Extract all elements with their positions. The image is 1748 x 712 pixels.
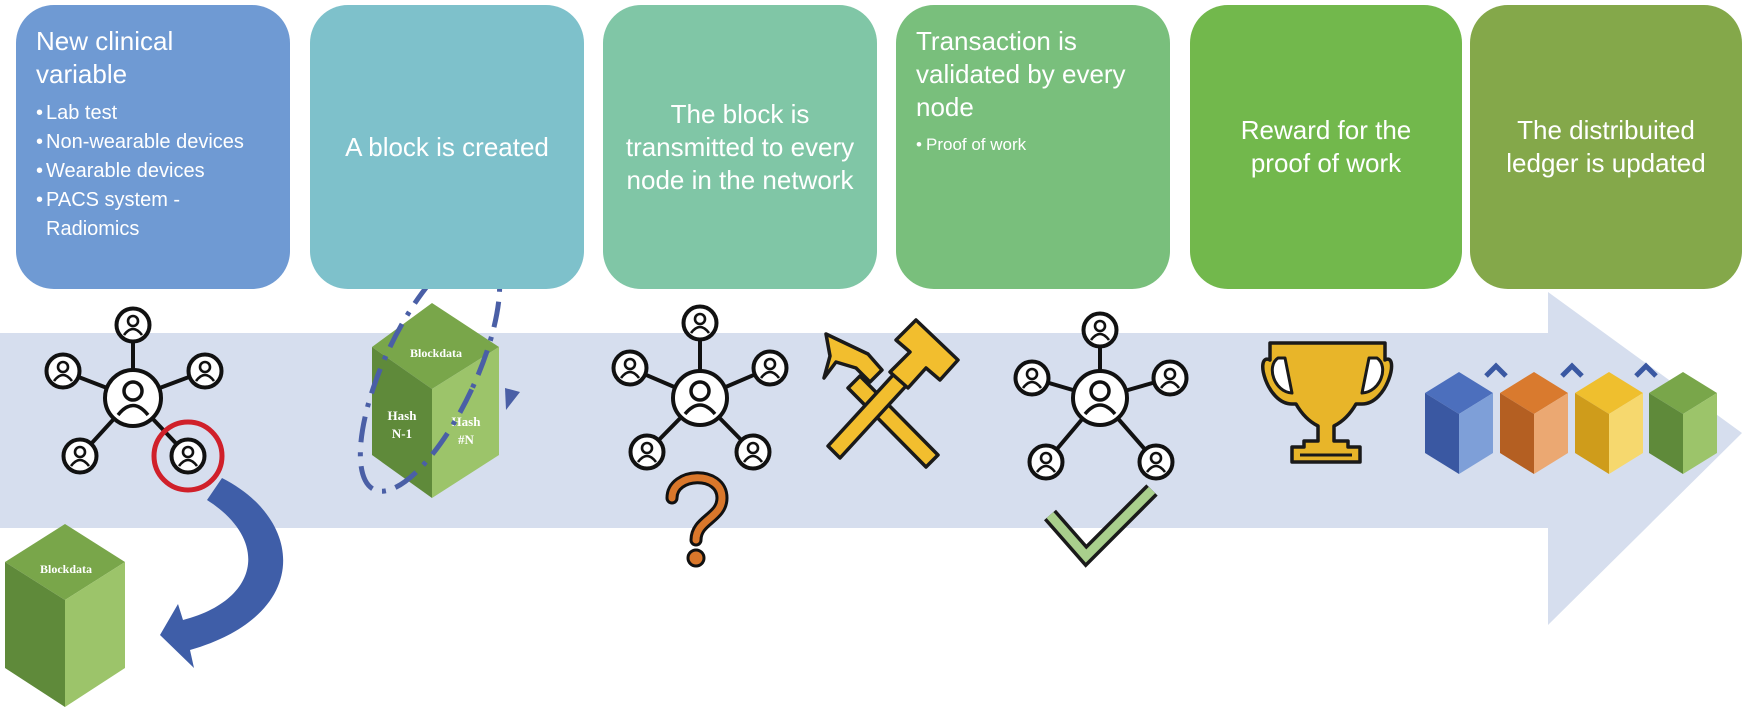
trophy-icon: [1261, 341, 1394, 464]
step-title: Transaction is validated by every node: [916, 26, 1126, 122]
step-title: The distribuited ledger is updated: [1506, 115, 1706, 178]
step-box-transaction-validated: Transaction is validated by every node P…: [896, 5, 1170, 289]
hash-cur-line2: #N: [458, 432, 475, 447]
cube-label: Blockdata: [410, 346, 462, 360]
bullet-item: PACS system - Radiomics: [36, 186, 270, 244]
bullet-item: Proof of work: [916, 132, 1150, 158]
step-bullets: Proof of work: [916, 132, 1150, 158]
hammer-icon: [822, 318, 960, 469]
step-title: New clinical variable: [36, 26, 174, 89]
highlight-ring: [151, 419, 225, 493]
bullet-item: Lab test: [36, 99, 270, 128]
bullet-item: Non-wearable devices: [36, 128, 270, 157]
step-title: The block is transmitted to every node i…: [625, 98, 855, 195]
cube-label: Blockdata: [40, 562, 92, 576]
step-title: Reward for the proof of work: [1240, 115, 1412, 178]
curved-arrow: [160, 478, 284, 668]
network-icon: [44, 306, 225, 493]
bullet-item: Wearable devices: [36, 157, 270, 186]
step-box-reward: Reward for the proof of work: [1190, 5, 1462, 289]
block-cube-icon: Blockdata Hash N-1 Hash #N: [372, 303, 499, 498]
step-box-block-transmitted: The block is transmitted to every node i…: [603, 5, 877, 289]
hash-prev-line2: N-1: [392, 426, 412, 441]
question-mark-icon: [665, 471, 729, 568]
step-box-block-created: A block is created: [310, 5, 584, 289]
step-box-ledger-updated: The distribuited ledger is updated: [1470, 5, 1742, 289]
network-icon: [611, 304, 789, 471]
cycle-arrow: [357, 246, 503, 494]
hash-prev-line1: Hash: [388, 408, 418, 423]
hash-cur-line1: Hash: [452, 414, 482, 429]
step-box-new-clinical-variable: New clinical variable Lab test Non-weara…: [16, 5, 290, 289]
ledger-cubes-icon: [1425, 362, 1717, 474]
network-icon: [1013, 311, 1189, 481]
checkmark-icon: [1043, 484, 1158, 568]
step-title: A block is created: [345, 131, 549, 162]
step-bullets: Lab test Non-wearable devices Wearable d…: [36, 99, 270, 244]
cube-icon: Blockdata: [5, 524, 125, 707]
